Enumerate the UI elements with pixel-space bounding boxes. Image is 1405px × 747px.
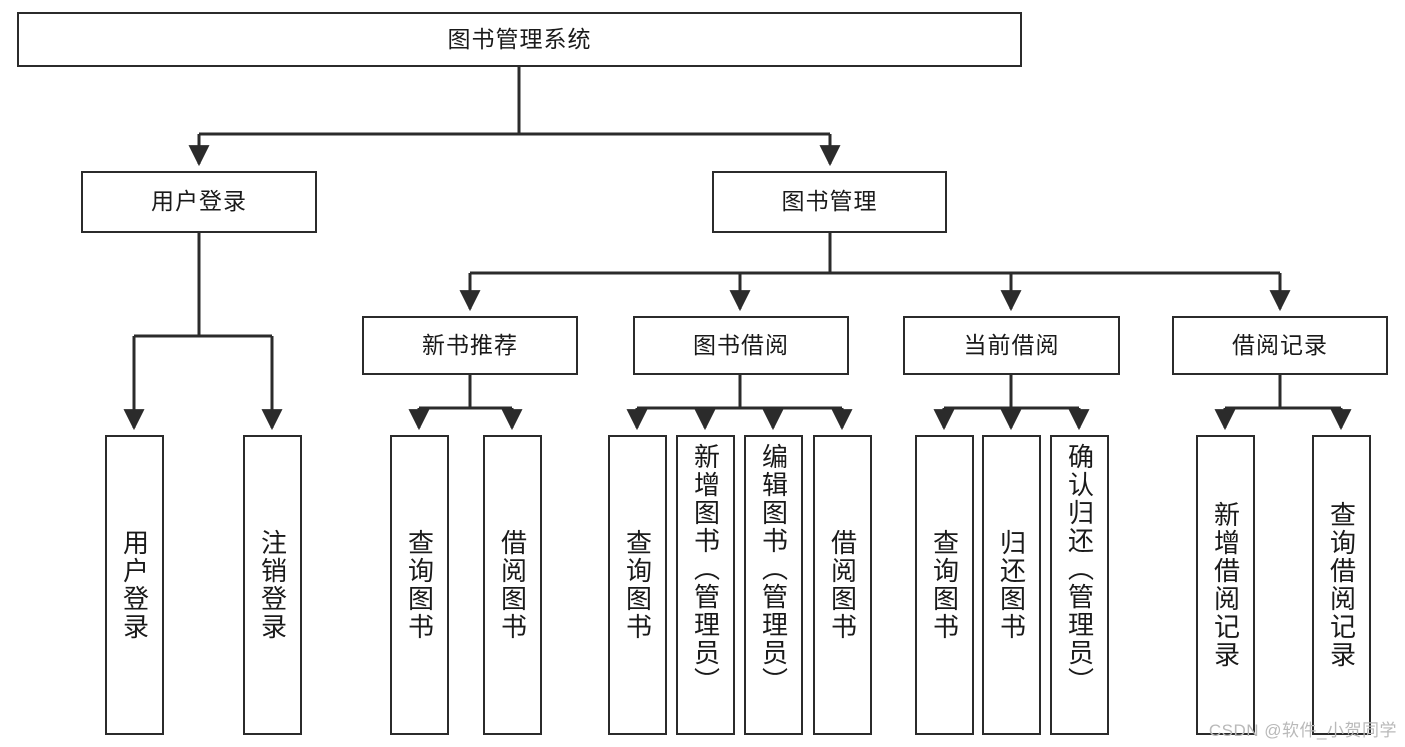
node-new-book-recommend[interactable]: 新书推荐: [362, 316, 578, 375]
leaf-node[interactable]: 注销登录: [243, 435, 302, 735]
node-book-management-label: 图书管理: [781, 188, 878, 215]
leaf-node-label: 归还图书: [996, 529, 1027, 641]
node-root-label: 图书管理系统: [447, 25, 592, 52]
node-new-book-recommend-label: 新书推荐: [422, 331, 518, 358]
leaf-node-label: 查询图书: [622, 529, 653, 641]
leaf-node-label: 查询借阅记录: [1326, 501, 1357, 669]
node-user-login-label: 用户登录: [151, 188, 247, 215]
leaf-node-label: 新增图书（管理员）: [690, 443, 721, 695]
leaf-node[interactable]: 确认归还（管理员）: [1050, 435, 1109, 735]
node-user-login[interactable]: 用户登录: [81, 171, 317, 233]
leaf-node[interactable]: 借阅图书: [483, 435, 542, 735]
leaf-node[interactable]: 查询图书: [608, 435, 667, 735]
leaf-node[interactable]: 新增图书（管理员）: [676, 435, 735, 735]
leaf-node-label: 查询图书: [404, 529, 435, 641]
leaf-node-label: 注销登录: [257, 529, 288, 641]
leaf-node[interactable]: 查询图书: [915, 435, 974, 735]
leaf-node-label: 借阅图书: [497, 529, 528, 641]
leaf-node[interactable]: 借阅图书: [813, 435, 872, 735]
leaf-node[interactable]: 用户登录: [105, 435, 164, 735]
leaf-node-label: 查询图书: [929, 529, 960, 641]
leaf-node[interactable]: 新增借阅记录: [1196, 435, 1255, 735]
leaf-node-label: 确认归还（管理员）: [1064, 443, 1095, 695]
leaf-node-label: 借阅图书: [827, 529, 858, 641]
leaf-node-label: 编辑图书（管理员）: [758, 443, 789, 695]
leaf-node[interactable]: 归还图书: [982, 435, 1041, 735]
node-book-borrow[interactable]: 图书借阅: [633, 316, 849, 375]
leaf-node[interactable]: 查询借阅记录: [1312, 435, 1371, 735]
node-borrow-record-label: 借阅记录: [1232, 331, 1328, 358]
node-root[interactable]: 图书管理系统: [17, 12, 1022, 67]
leaf-node[interactable]: 查询图书: [390, 435, 449, 735]
node-book-borrow-label: 图书借阅: [693, 331, 789, 358]
watermark-csdn: CSDN @软件_小贺同学: [1208, 721, 1397, 740]
leaf-node[interactable]: 编辑图书（管理员）: [744, 435, 803, 735]
node-current-borrow[interactable]: 当前借阅: [903, 316, 1120, 375]
leaf-node-label: 新增借阅记录: [1210, 501, 1241, 669]
node-current-borrow-label: 当前借阅: [963, 331, 1060, 358]
leaf-node-label: 用户登录: [119, 529, 150, 641]
node-borrow-record[interactable]: 借阅记录: [1172, 316, 1388, 375]
node-book-management[interactable]: 图书管理: [712, 171, 947, 233]
